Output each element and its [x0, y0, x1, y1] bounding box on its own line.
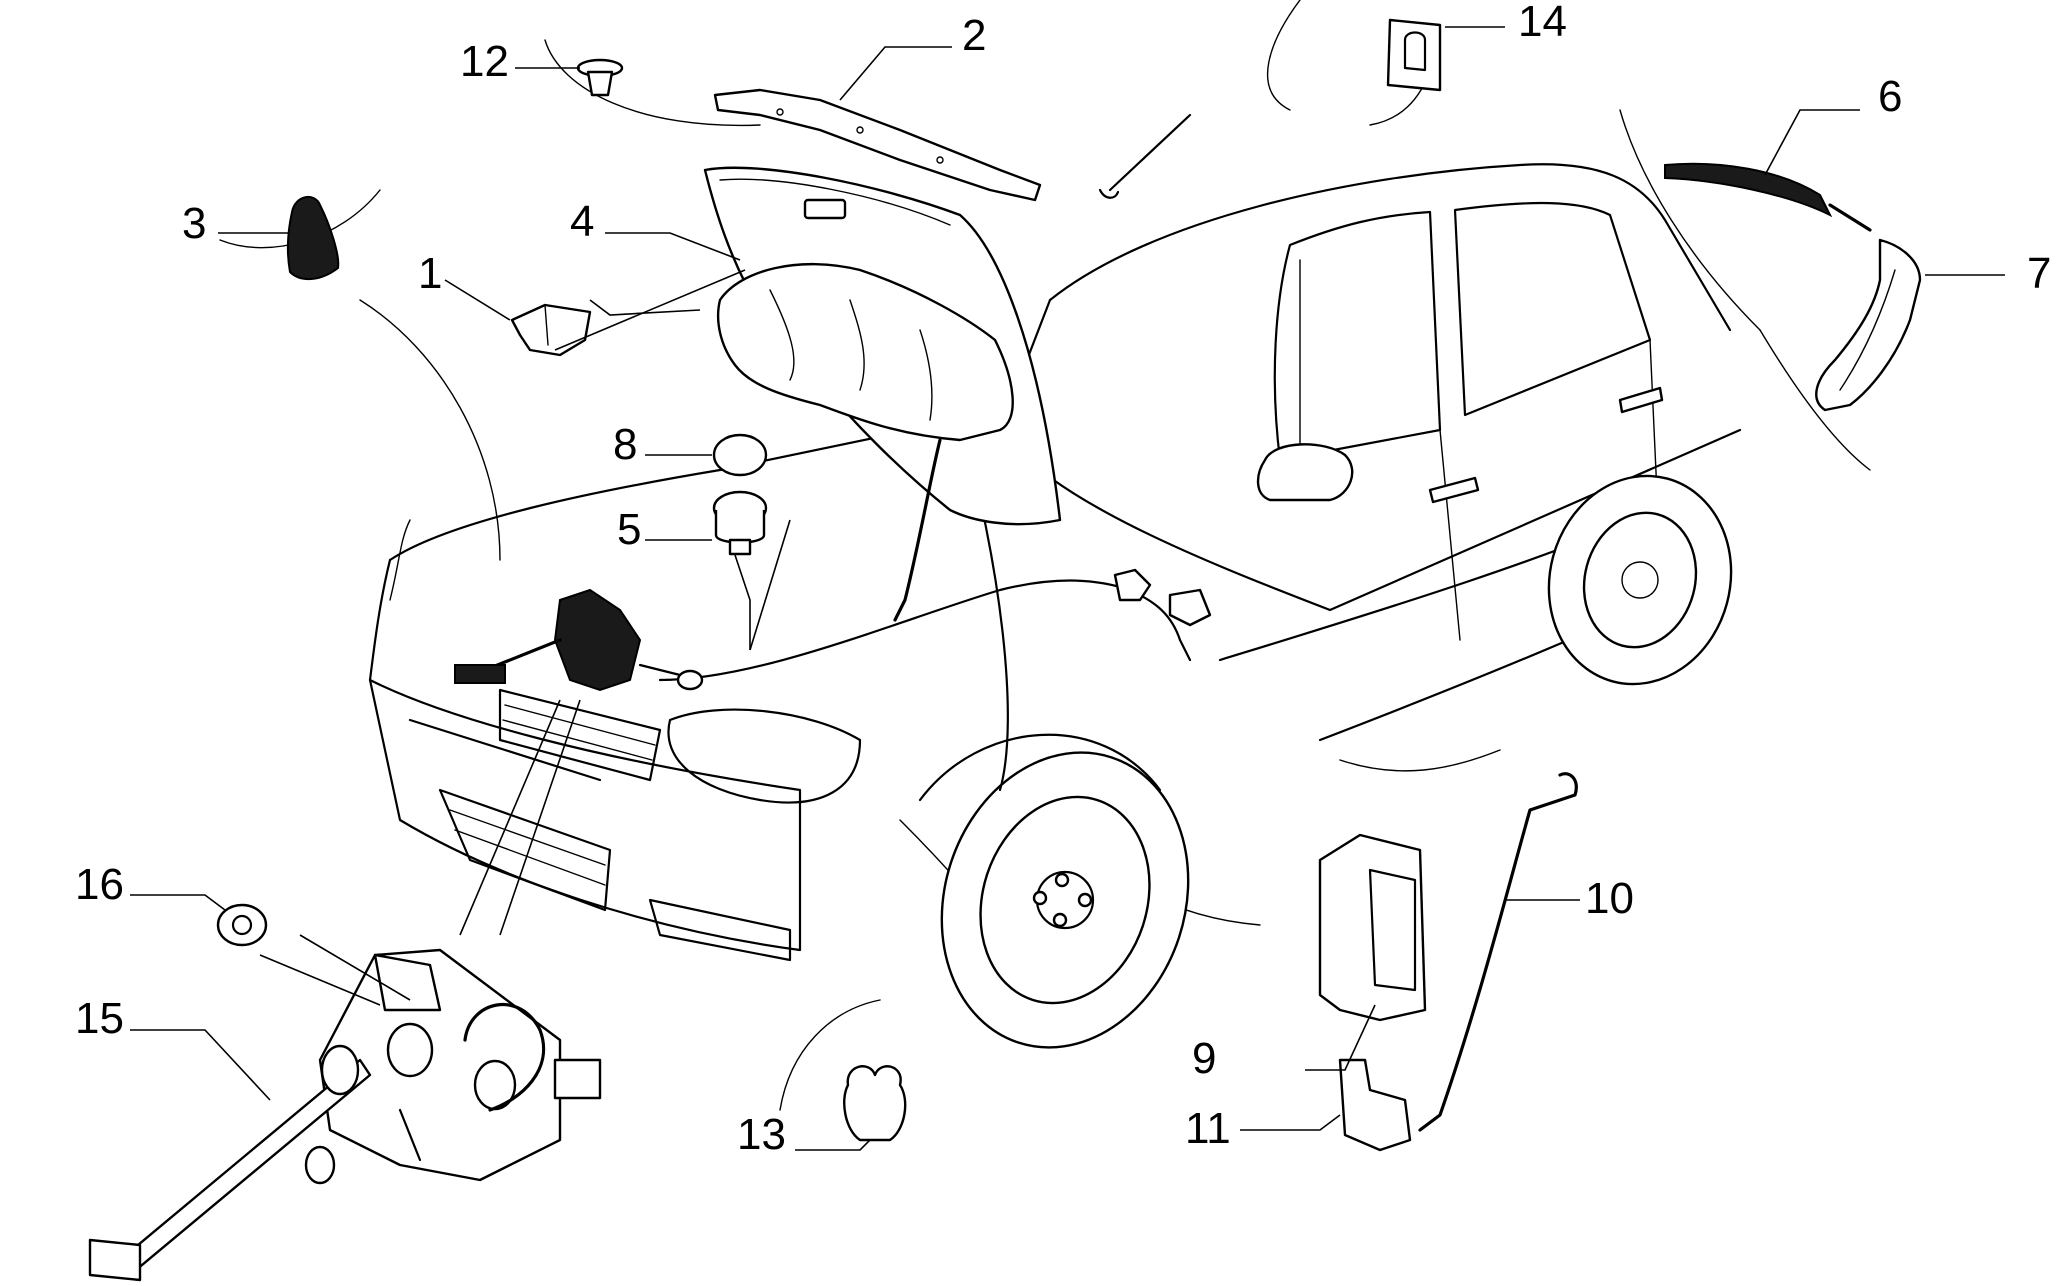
- callout-1: 1: [418, 249, 443, 298]
- latch-installed: [454, 588, 704, 692]
- part-16-nut: [216, 903, 268, 947]
- part-8-plug: [712, 433, 768, 477]
- part-10-rod: [1418, 772, 1578, 1132]
- background-curves: [219, 0, 1871, 1111]
- part-3-rubber-buffer: [286, 196, 340, 280]
- callout-6: 6: [1878, 72, 1903, 121]
- part-1-clip: [510, 303, 592, 357]
- part-15-hood-latch: [88, 948, 602, 1282]
- part-11-clip: [1338, 1058, 1412, 1152]
- part-12-push-clip: [576, 58, 624, 97]
- callout-7: 7: [2027, 249, 2052, 298]
- callout-16: 16: [75, 860, 124, 909]
- callout-8: 8: [613, 420, 638, 469]
- part-9-bracket: [1318, 833, 1427, 1022]
- callout-9: 9: [1192, 1034, 1217, 1083]
- callout-15: 15: [75, 994, 124, 1043]
- part-5-buffer: [712, 490, 768, 556]
- part-2-seal-strip: [713, 88, 1042, 202]
- part-14-clip: [1386, 18, 1442, 92]
- callout-2: 2: [962, 11, 987, 60]
- callout-13: 13: [737, 1110, 786, 1159]
- part-4-insulation-panel: [716, 263, 1014, 442]
- callout-14: 14: [1518, 0, 1567, 46]
- callout-11: 11: [1185, 1104, 1231, 1153]
- callout-4: 4: [570, 197, 595, 246]
- cable-clip: [1113, 568, 1212, 627]
- part-6-release-cable: [1664, 162, 1872, 232]
- callout-5: 5: [617, 505, 642, 554]
- callout-10: 10: [1585, 874, 1634, 923]
- part-7-release-handle: [1815, 238, 1922, 412]
- antenna: [1098, 113, 1192, 199]
- callout-12: 12: [460, 37, 509, 86]
- part-13-bump-stop: [843, 1065, 907, 1142]
- callout-3: 3: [182, 199, 207, 248]
- leader-lines: [130, 26, 2005, 1151]
- hood-prop-rod: [893, 438, 942, 622]
